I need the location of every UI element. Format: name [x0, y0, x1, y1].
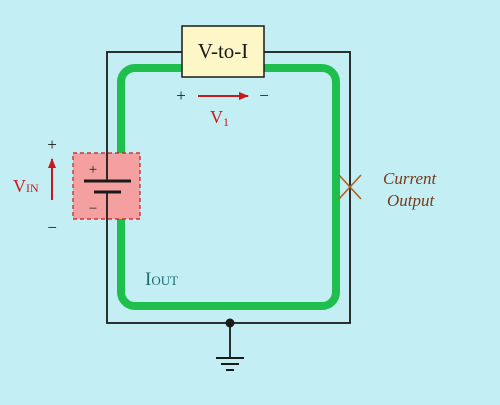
vin-label: VIN — [13, 176, 39, 196]
junction-dot — [225, 318, 235, 328]
current-output-label-line1: Current — [383, 169, 437, 188]
v1-minus-sign: − — [259, 86, 269, 105]
converter-label: V-to-I — [198, 39, 249, 63]
vin-plus-sign: + — [47, 135, 57, 154]
iout-label: IOUT — [145, 269, 178, 290]
cross-marker-icon — [338, 174, 362, 200]
current-output-label-line2: Output — [387, 191, 436, 210]
ground-icon — [216, 357, 244, 371]
battery-plus-sign: + — [89, 162, 97, 178]
circuit-wire — [106, 51, 351, 324]
battery-icon — [72, 152, 141, 220]
v1-plus-sign: + — [176, 86, 186, 105]
battery-minus-sign: − — [89, 201, 97, 217]
v-to-i-converter: V-to-I — [181, 25, 265, 78]
vin-minus-sign: − — [47, 218, 57, 237]
current-loop — [117, 64, 340, 310]
v1-label: V1 — [210, 107, 229, 129]
